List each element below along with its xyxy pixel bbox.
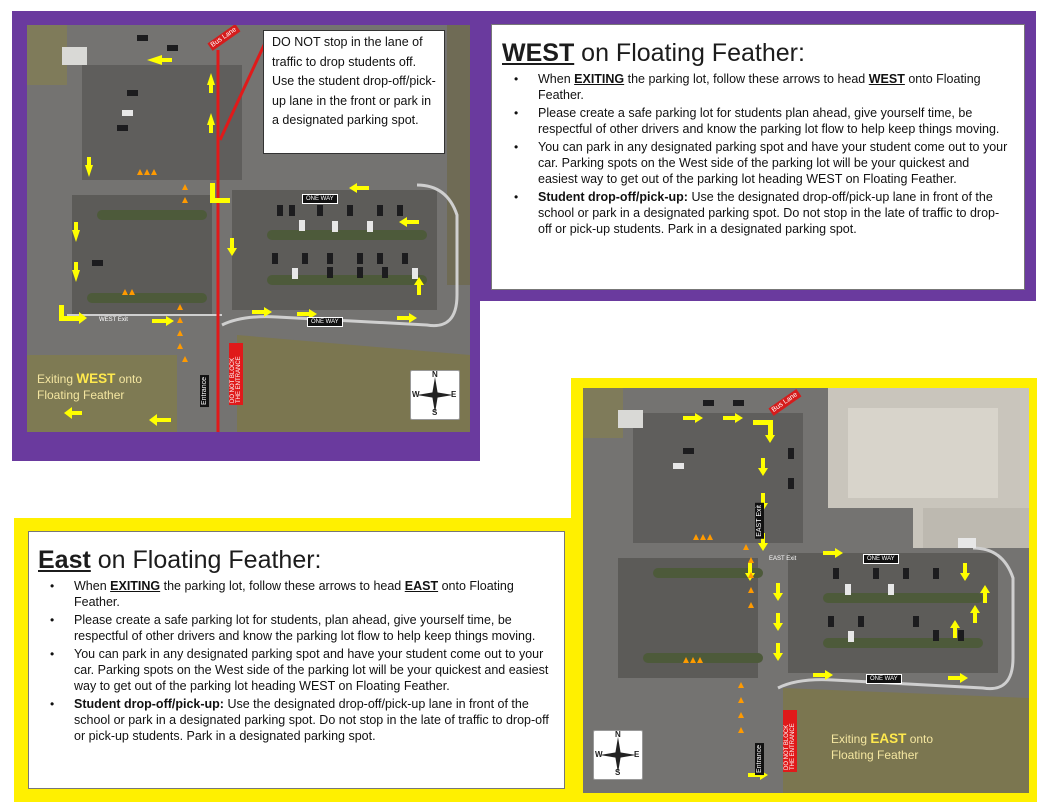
do-not-stop-callout: DO NOT stop in the lane of traffic to dr… xyxy=(263,30,445,154)
east-map-drawing xyxy=(583,388,1029,793)
compass-west: W xyxy=(595,750,603,759)
compass-east: E xyxy=(634,750,640,759)
west-exit-caption: Exiting WEST onto Floating Feather xyxy=(37,371,143,402)
compass-icon: N S E W xyxy=(410,370,460,420)
list-item: When EXITING the parking lot, follow the… xyxy=(50,578,552,610)
heading-direction: East xyxy=(38,546,91,574)
compass-north: N xyxy=(432,370,438,379)
heading-direction: WEST xyxy=(502,39,575,67)
west-bullet-list: When EXITING the parking lot, follow the… xyxy=(502,71,1010,237)
one-way-sign: ONE WAY xyxy=(302,194,338,204)
one-way-sign: ONE WAY xyxy=(863,554,899,564)
compass-east: E xyxy=(451,390,457,399)
west-exit-label: WEST Exit xyxy=(99,317,128,323)
one-way-sign: ONE WAY xyxy=(866,674,902,684)
compass-rose-icon xyxy=(417,377,453,413)
heading-text: on Floating Feather: xyxy=(90,546,322,574)
list-item: Please create a safe parking lot for stu… xyxy=(50,612,552,644)
compass-south: S xyxy=(615,768,621,777)
compass-icon: N S E W xyxy=(593,730,643,780)
east-exit-caption: Exiting EAST onto Floating Feather xyxy=(831,731,934,762)
compass-west: W xyxy=(412,390,420,399)
list-item: Student drop-off/pick-up: Use the design… xyxy=(514,189,1010,237)
compass-rose-icon xyxy=(600,737,636,773)
heading-text: on Floating Feather: xyxy=(574,39,805,67)
east-bullet-list: When EXITING the parking lot, follow the… xyxy=(38,578,552,744)
east-instructions-panel: East on Floating Feather: When EXITING t… xyxy=(28,531,565,789)
entrance-label: Entrance xyxy=(755,743,764,776)
list-item: When EXITING the parking lot, follow the… xyxy=(514,71,1010,103)
do-not-block-sign: DO NOT BLOCK THE ENTRANCE xyxy=(783,710,797,772)
one-way-sign: ONE WAY xyxy=(307,317,343,327)
compass-south: S xyxy=(432,408,438,417)
east-exit-label: EAST Exit xyxy=(769,556,797,562)
east-heading: East on Floating Feather: xyxy=(38,546,552,574)
west-instructions-panel: WEST on Floating Feather: When EXITING t… xyxy=(491,24,1025,290)
west-heading: WEST on Floating Feather: xyxy=(502,39,1010,67)
list-item: Student drop-off/pick-up: Use the design… xyxy=(50,696,552,744)
east-aerial-map: Bus Lane ONE WAY ONE WAY EAST Exit EAST … xyxy=(583,388,1029,793)
do-not-block-sign: DO NOT BLOCK THE ENTRANCE xyxy=(229,343,243,405)
list-item: You can park in any designated parking s… xyxy=(50,646,552,694)
entrance-label: Entrance xyxy=(200,375,209,408)
east-exit-label: EAST Exit xyxy=(755,503,764,539)
compass-north: N xyxy=(615,730,621,739)
list-item: You can park in any designated parking s… xyxy=(514,139,1010,187)
list-item: Please create a safe parking lot for stu… xyxy=(514,105,1010,137)
